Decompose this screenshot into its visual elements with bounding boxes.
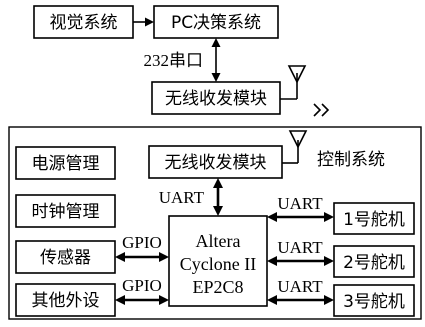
link-servo-3-head-right xyxy=(324,295,334,305)
uart-servo-1-label: UART xyxy=(277,194,323,213)
wireless-module-top-box xyxy=(151,81,281,115)
uart-wireless-label: UART xyxy=(159,188,205,207)
clock-management-box xyxy=(15,194,116,228)
wireless-module-top-label: 无线收发模块 xyxy=(165,89,267,109)
vision-system-label: 视觉系统 xyxy=(50,13,118,33)
antenna-icon xyxy=(282,130,308,164)
link-wireless-to-fpga-head-up xyxy=(213,178,223,188)
wireless-module-label: 无线收发模块 xyxy=(165,153,267,173)
link-servo-3-head-left xyxy=(267,295,277,305)
link-pc-to-wireless-head-up xyxy=(211,38,221,47)
fpga-line-3: EP2C8 xyxy=(192,277,243,297)
uart-servo-2-label: UART xyxy=(277,238,323,257)
power-management-label: 电源管理 xyxy=(32,154,100,174)
link-sensor-head-right xyxy=(159,252,169,262)
pc-decision-label: PC决策系统 xyxy=(171,13,261,33)
power-management-box xyxy=(15,146,116,180)
serial-232-label: 232串口 xyxy=(144,51,204,70)
link-servo-2-head-right xyxy=(324,256,334,266)
clock-management-label: 时钟管理 xyxy=(32,202,100,222)
control-system-title: 控制系统 xyxy=(317,150,385,170)
link-other-head-right xyxy=(159,295,169,305)
fpga-line-2: Cyclone II xyxy=(180,254,256,274)
link-servo-1-head-left xyxy=(267,212,277,222)
fpga-line-1: Altera xyxy=(196,231,241,251)
control-system-frame xyxy=(8,126,422,320)
servo-3-label: 3号舵机 xyxy=(343,292,405,312)
sensor-box xyxy=(15,240,116,274)
wireless-link-break-icon xyxy=(313,103,330,117)
servo-2-box xyxy=(333,245,415,278)
pc-decision-box xyxy=(153,5,279,39)
uart-servo-3-label: UART xyxy=(277,277,323,296)
other-peripherals-label: 其他外设 xyxy=(32,291,100,311)
link-sensor-head-left xyxy=(115,252,125,262)
wireless-module-box xyxy=(148,145,283,179)
link-wireless-to-fpga-head-down xyxy=(213,206,223,216)
fpga-box xyxy=(168,215,268,307)
gpio-sensor-label: GPIO xyxy=(122,233,162,252)
antenna-icon xyxy=(280,65,307,100)
arrow-vision-to-pc-head xyxy=(145,17,154,27)
servo-2-label: 2号舵机 xyxy=(343,253,405,273)
servo-1-label: 1号舵机 xyxy=(343,210,405,230)
vision-system-box xyxy=(33,5,134,39)
other-peripherals-box xyxy=(15,283,116,317)
link-servo-1-head-right xyxy=(324,212,334,222)
link-pc-to-wireless-head-down xyxy=(211,73,221,82)
servo-3-box xyxy=(333,284,415,317)
link-other-head-left xyxy=(115,295,125,305)
servo-1-box xyxy=(333,202,415,235)
link-servo-2-head-left xyxy=(267,256,277,266)
gpio-other-label: GPIO xyxy=(122,276,162,295)
sensor-label: 传感器 xyxy=(40,248,91,268)
